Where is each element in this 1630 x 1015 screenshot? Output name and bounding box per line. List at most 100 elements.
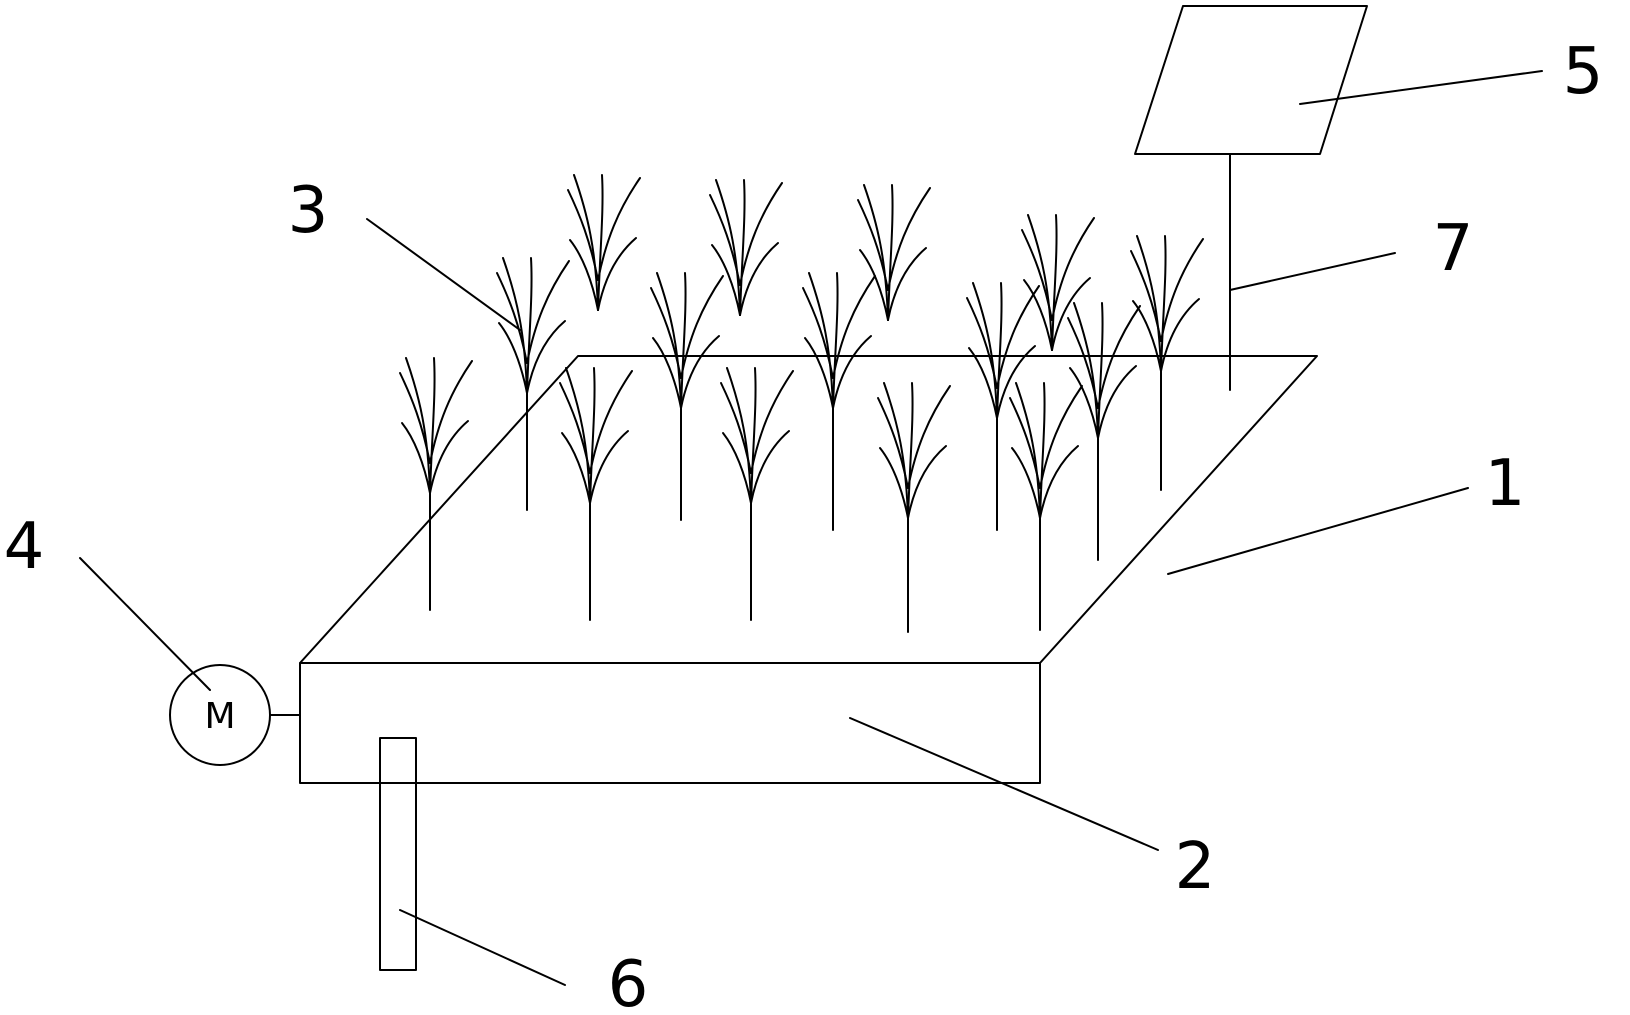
plant-leaf xyxy=(569,239,599,311)
plant-leaf xyxy=(1051,277,1091,351)
plant-leaf xyxy=(887,187,931,291)
tray-front-face xyxy=(299,662,1041,784)
plant-leaf xyxy=(739,242,779,316)
plant-leaf xyxy=(715,179,741,316)
plant-leaf xyxy=(709,194,741,286)
plant-leaf xyxy=(750,370,794,474)
plant-leaf xyxy=(802,287,834,379)
plant-leaf xyxy=(589,370,633,474)
plant-leaf xyxy=(996,285,1040,389)
plant-leaf xyxy=(1130,250,1162,342)
plant-leaf xyxy=(1023,279,1053,351)
plant-12 xyxy=(1021,214,1095,351)
label-6: 6 xyxy=(608,948,649,1015)
plant-leaf xyxy=(526,320,566,394)
plant-leaf xyxy=(720,382,752,474)
plant-leaf xyxy=(561,432,591,504)
plant-leaf xyxy=(863,184,889,321)
plant-leaf xyxy=(1051,217,1095,321)
plant-leaf xyxy=(429,420,469,494)
plant-leaf xyxy=(680,272,687,409)
plant-15 xyxy=(1130,235,1204,491)
plant-leaf xyxy=(722,432,752,504)
plant-leaf xyxy=(1051,214,1058,351)
plant-5 xyxy=(650,272,724,521)
plant-leaf xyxy=(859,249,889,321)
leader-line-6 xyxy=(399,909,566,986)
plant-leaf xyxy=(1097,365,1137,439)
plant-3 xyxy=(567,174,641,311)
plant-leaf xyxy=(857,199,889,291)
plant-leaf xyxy=(907,445,947,519)
plant-14 xyxy=(1067,302,1141,561)
plant-leaf xyxy=(1069,367,1099,439)
plant-11 xyxy=(966,282,1040,531)
plant-leaf xyxy=(750,430,790,504)
plant-leaf xyxy=(429,357,436,494)
plant-8 xyxy=(802,272,876,531)
plant-leaf xyxy=(879,447,909,519)
plant-leaf xyxy=(966,297,998,389)
plant-leaf xyxy=(1039,382,1046,519)
plant-leaf xyxy=(1021,229,1053,321)
plant-leaf xyxy=(1160,235,1167,372)
plant-leaf xyxy=(650,287,682,379)
plant-leaf xyxy=(711,244,741,316)
plant-leaf xyxy=(399,372,431,464)
tray-top-face xyxy=(299,355,1318,664)
label-4: 4 xyxy=(4,510,45,584)
plant-leaf xyxy=(589,430,629,504)
plant-leaf xyxy=(1011,447,1041,519)
plant-leaf xyxy=(565,367,591,504)
plant-1 xyxy=(399,357,473,611)
plant-leaf xyxy=(559,382,591,474)
label-5: 5 xyxy=(1563,35,1604,109)
plant-leaf xyxy=(1136,235,1162,372)
plant-leaf xyxy=(1009,397,1041,489)
plant-leaf xyxy=(832,335,872,409)
label-1: 1 xyxy=(1485,447,1526,521)
plant-leaf xyxy=(526,257,533,394)
plant-leaf xyxy=(1097,305,1141,409)
plant-leaf xyxy=(401,422,431,494)
leader-line-7 xyxy=(1229,252,1396,291)
plant-leaf xyxy=(1160,238,1204,342)
plant-leaf xyxy=(1073,302,1099,439)
plant-leaf xyxy=(726,367,752,504)
plant-leaf xyxy=(589,367,596,504)
leader-line-1 xyxy=(1167,487,1469,575)
plant-leaf xyxy=(502,257,528,394)
plant-leaf xyxy=(1015,382,1041,519)
plant-leaf xyxy=(832,275,876,379)
panel xyxy=(1134,5,1368,155)
label-3: 3 xyxy=(288,174,329,248)
support-leg xyxy=(379,737,417,971)
plant-leaf xyxy=(1097,302,1104,439)
plant-leaf xyxy=(968,347,998,419)
plant-leaf xyxy=(907,382,914,519)
plant-leaf xyxy=(1160,298,1200,372)
plant-leaf xyxy=(887,184,894,321)
plant-4 xyxy=(559,367,633,621)
plant-leaf xyxy=(496,272,528,364)
label-2: 2 xyxy=(1175,830,1216,904)
plant-leaf xyxy=(498,322,528,394)
plant-leaf xyxy=(996,345,1036,419)
label-7: 7 xyxy=(1433,212,1474,286)
plant-leaf xyxy=(1039,385,1083,489)
leader-line-4 xyxy=(79,557,211,691)
plant-13 xyxy=(1009,382,1083,631)
plant-10 xyxy=(877,382,951,633)
plant-leaf xyxy=(429,360,473,464)
plant-7 xyxy=(720,367,794,621)
plant-leaf xyxy=(405,357,431,494)
plant-leaf xyxy=(1027,214,1053,351)
motor-symbol: M xyxy=(204,696,235,737)
plant-leaf xyxy=(804,337,834,409)
plant-group xyxy=(399,174,1204,633)
plant-leaf xyxy=(597,174,604,311)
leader-line-3 xyxy=(366,218,521,331)
plant-leaf xyxy=(1039,445,1079,519)
plant-leaf xyxy=(567,189,599,281)
